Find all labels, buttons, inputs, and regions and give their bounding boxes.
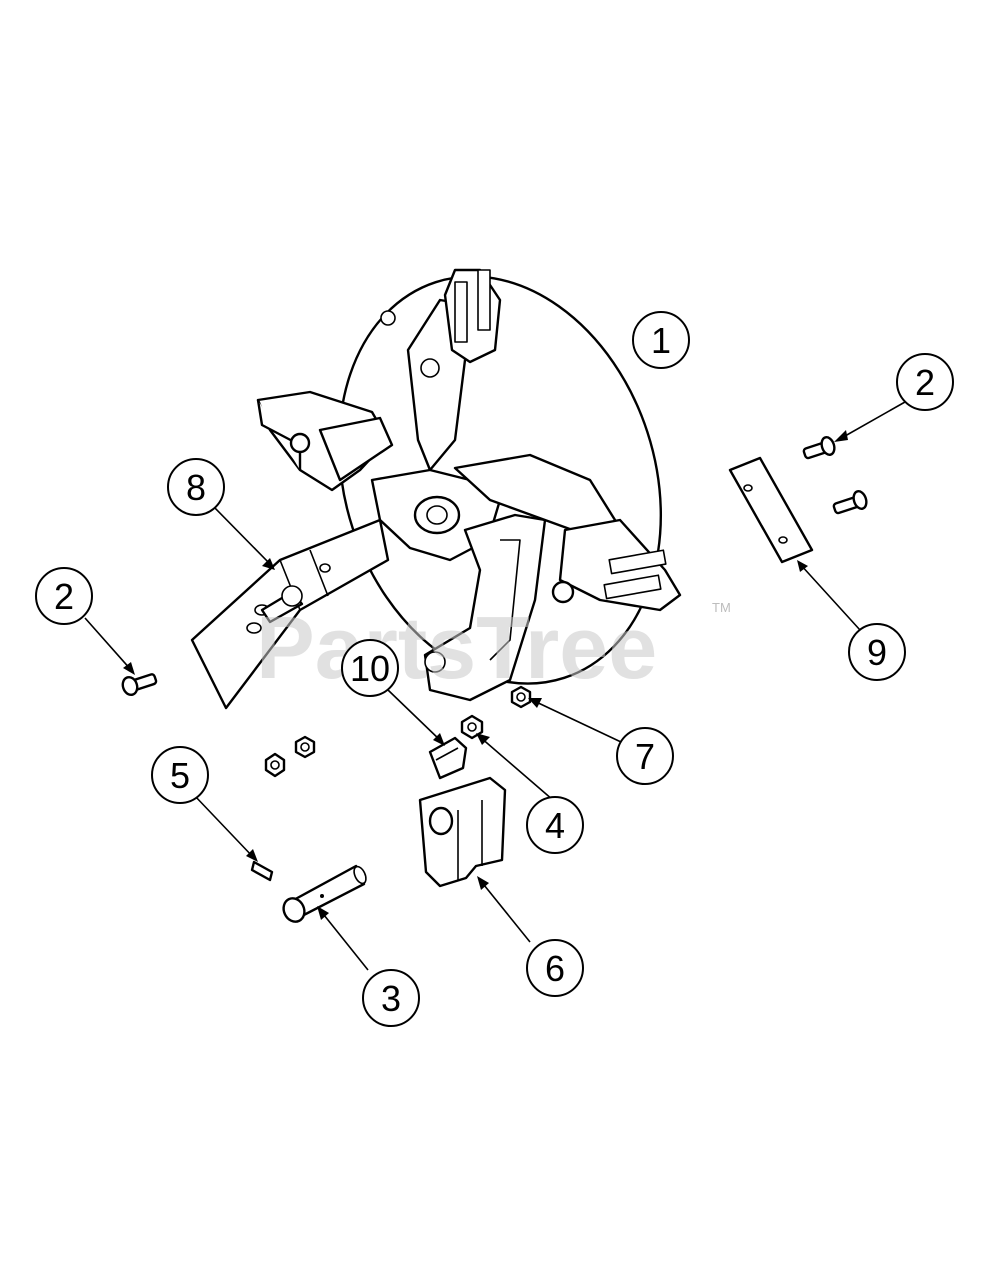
nut-loose-right[interactable] bbox=[294, 735, 316, 759]
arrowhead-9 bbox=[797, 560, 808, 572]
arrowhead-6 bbox=[477, 876, 489, 890]
leader-10 bbox=[387, 689, 443, 743]
leader-7 bbox=[531, 699, 622, 743]
clevis-pin[interactable] bbox=[280, 864, 368, 925]
callout-label-7: 7 bbox=[635, 736, 655, 777]
nut-4[interactable] bbox=[460, 714, 484, 740]
callout-label-5: 5 bbox=[170, 755, 190, 796]
screw-right-lower[interactable] bbox=[832, 490, 868, 515]
arrowhead-2-left bbox=[123, 662, 135, 675]
leader-5 bbox=[193, 794, 255, 859]
screw-left[interactable] bbox=[121, 673, 158, 697]
watermark: PartsTree TM bbox=[256, 598, 731, 697]
callout-label-3: 3 bbox=[381, 978, 401, 1019]
callout-label-2-left: 2 bbox=[54, 576, 74, 617]
arrowhead-8 bbox=[262, 558, 275, 570]
arrowhead-3 bbox=[317, 906, 329, 920]
arrowhead-4 bbox=[476, 733, 490, 745]
watermark-tm: TM bbox=[712, 600, 731, 615]
callout-label-4: 4 bbox=[545, 805, 565, 846]
screw-right-upper[interactable] bbox=[802, 436, 836, 460]
arrowhead-2-right bbox=[834, 430, 848, 442]
tine-holder[interactable] bbox=[418, 776, 507, 888]
tine-blade-left[interactable] bbox=[190, 518, 390, 710]
callout-7[interactable]: 7 bbox=[616, 727, 674, 785]
arrowhead-7 bbox=[528, 698, 542, 708]
arrowhead-5 bbox=[246, 849, 258, 862]
callout-label-6: 6 bbox=[545, 948, 565, 989]
watermark-text: PartsTree bbox=[256, 598, 657, 697]
bushing[interactable] bbox=[428, 736, 468, 780]
arrowhead-10 bbox=[433, 733, 445, 746]
callout-2-left[interactable]: 2 bbox=[35, 567, 93, 625]
leader-2-right bbox=[837, 401, 906, 441]
callout-9[interactable]: 9 bbox=[848, 623, 906, 681]
leader-9 bbox=[799, 563, 861, 631]
tine-blade-right[interactable] bbox=[728, 456, 814, 564]
nut-7[interactable] bbox=[510, 685, 532, 709]
callout-6[interactable]: 6 bbox=[526, 939, 584, 997]
callout-4[interactable]: 4 bbox=[526, 796, 584, 854]
callout-label-10: 10 bbox=[350, 648, 390, 689]
callout-label-8: 8 bbox=[186, 467, 206, 508]
callout-1[interactable]: 1 bbox=[632, 311, 690, 369]
leader-2-left bbox=[84, 617, 133, 672]
callout-2-right[interactable]: 2 bbox=[896, 353, 954, 411]
tine-plate-assembly[interactable] bbox=[256, 234, 712, 725]
leader-8 bbox=[211, 504, 273, 567]
leader-6 bbox=[479, 879, 531, 943]
leader-3 bbox=[319, 909, 369, 971]
leader-4 bbox=[479, 736, 554, 801]
callout-10[interactable]: 10 bbox=[341, 639, 399, 697]
callout-label-1: 1 bbox=[651, 320, 671, 361]
roll-pin[interactable] bbox=[250, 860, 274, 882]
callout-3[interactable]: 3 bbox=[362, 969, 420, 1027]
callout-8[interactable]: 8 bbox=[167, 458, 225, 516]
callout-label-2-right: 2 bbox=[915, 362, 935, 403]
callout-label-9: 9 bbox=[867, 632, 887, 673]
leader-lines bbox=[84, 401, 906, 971]
callout-5[interactable]: 5 bbox=[151, 746, 209, 804]
nut-loose-left[interactable] bbox=[264, 752, 286, 778]
